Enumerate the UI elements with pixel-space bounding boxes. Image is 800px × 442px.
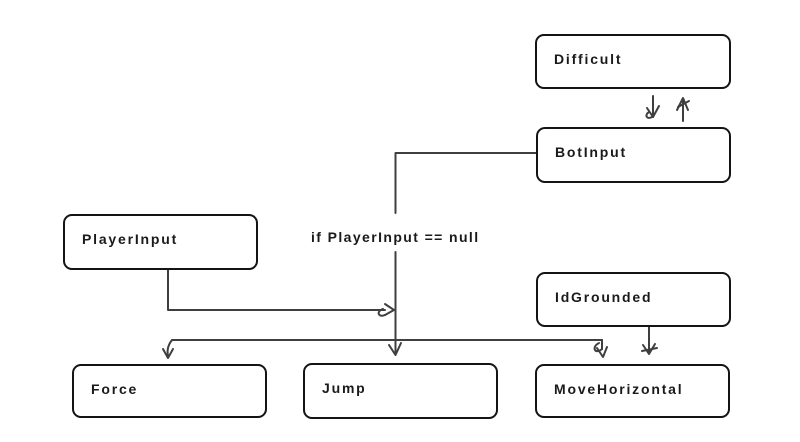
node-botinput[interactable]: BotInput — [536, 127, 731, 183]
node-jump[interactable]: Jump — [303, 363, 498, 419]
node-playerinput[interactable]: PlayerInput — [63, 214, 258, 270]
node-idgrounded-label: IdGrounded — [555, 289, 653, 305]
edge-playerinput-to-junction — [167, 269, 395, 317]
edge-difficult-to-botinput — [645, 95, 660, 119]
node-movehorizontal[interactable]: MoveHorizontal — [535, 364, 730, 418]
edge-botinput-to-difficult — [676, 97, 690, 122]
node-force-label: Force — [91, 381, 139, 397]
node-jump-label: Jump — [322, 380, 367, 396]
node-force[interactable]: Force — [72, 364, 267, 418]
node-playerinput-label: PlayerInput — [82, 231, 179, 247]
edge-botinput-to-jump — [388, 152, 537, 356]
condition-label: if PlayerInput == null — [311, 229, 480, 245]
node-movehorizontal-label: MoveHorizontal — [554, 381, 684, 397]
node-difficult-label: Difficult — [554, 51, 623, 67]
edge-junction-branch — [162, 339, 608, 359]
edge-idgrounded-to-movehorizontal — [641, 326, 658, 355]
node-difficult[interactable]: Difficult — [535, 34, 731, 89]
node-botinput-label: BotInput — [555, 144, 627, 160]
node-idgrounded[interactable]: IdGrounded — [536, 272, 731, 327]
